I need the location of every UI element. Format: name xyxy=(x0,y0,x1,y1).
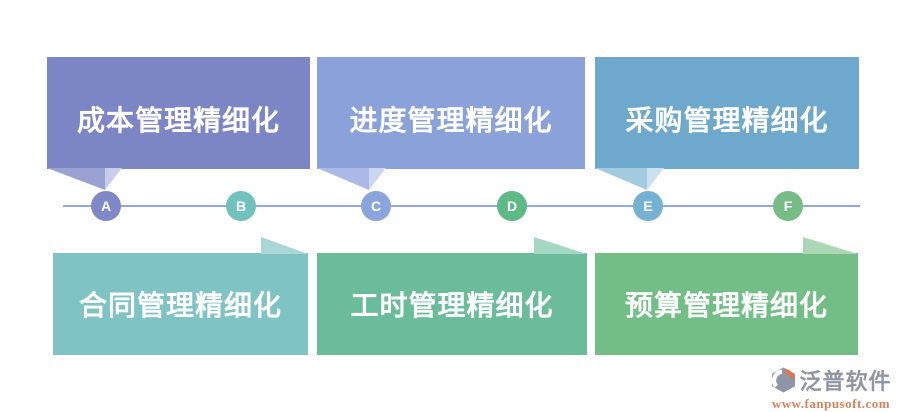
card-progress-management-label: 进度管理精细化 xyxy=(349,105,553,136)
timeline-node-e-label: E xyxy=(643,198,653,214)
timeline-node-b-label: B xyxy=(235,198,247,214)
card-budget-management-label: 预算管理精细化 xyxy=(624,290,828,321)
card-budget-management: 预算管理精细化 xyxy=(595,253,858,355)
brand-url: www.fanpusoft.com xyxy=(771,396,891,411)
brand-name: 泛普软件 xyxy=(799,369,892,394)
timeline-node-b: B xyxy=(226,191,256,221)
card-cost-tail-fold xyxy=(105,168,122,190)
timeline-node-d-label: D xyxy=(506,198,518,214)
timeline-line xyxy=(63,205,860,207)
card-progress-tail-fold xyxy=(369,168,386,190)
card-manhour-management-label: 工时管理精细化 xyxy=(350,290,554,321)
card-cost-management: 成本管理精细化 xyxy=(47,57,310,169)
card-budget-tail xyxy=(803,237,858,254)
timeline-node-c-label: C xyxy=(370,198,382,214)
timeline-node-d: D xyxy=(497,191,527,221)
timeline-node-e: E xyxy=(633,191,663,221)
timeline-node-f: F xyxy=(773,191,803,221)
timeline-node-a: A xyxy=(91,191,121,221)
card-manhour-management: 工时管理精细化 xyxy=(317,253,587,355)
timeline-node-a-label: A xyxy=(100,198,112,214)
card-progress-tail xyxy=(317,168,369,190)
card-contract-tail xyxy=(261,237,308,254)
fanpu-logo-icon xyxy=(772,367,796,393)
card-procurement-management-label: 采购管理精细化 xyxy=(625,105,829,136)
timeline-node-f-label: F xyxy=(783,198,793,214)
card-cost-management-label: 成本管理精细化 xyxy=(76,105,280,136)
card-procurement-management: 采购管理精细化 xyxy=(595,57,859,169)
card-procurement-tail-fold xyxy=(647,168,664,190)
card-contract-management: 合同管理精细化 xyxy=(53,253,308,355)
card-cost-tail xyxy=(47,168,105,190)
card-progress-management: 进度管理精细化 xyxy=(317,57,585,169)
timeline-node-c: C xyxy=(361,191,391,221)
brand-logo: 泛普软件 www.fanpusoft.com xyxy=(766,364,896,412)
card-procurement-tail xyxy=(595,168,647,190)
card-manhour-tail xyxy=(534,237,587,254)
card-contract-management-label: 合同管理精细化 xyxy=(78,290,282,321)
